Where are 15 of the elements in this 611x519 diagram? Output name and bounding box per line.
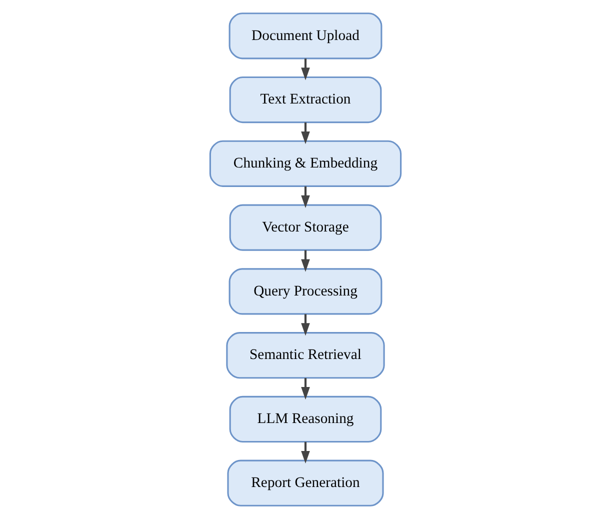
node-box: Report Generation [227,460,384,506]
arrow [301,58,310,80]
node-box: Chunking & Embedding [209,140,402,187]
arrow [301,250,310,272]
node-box: Query Processing [228,268,382,315]
node-box: Text Extraction [229,76,382,124]
arrow [301,186,310,208]
arrow [301,122,310,144]
arrow [301,378,310,400]
node-box: Vector Storage [229,204,382,251]
arrow [301,442,310,464]
node-box: Document Upload [228,12,382,60]
node-box: Semantic Retrieval [226,332,385,379]
node-box: LLM Reasoning [229,396,382,443]
arrow [301,314,310,336]
